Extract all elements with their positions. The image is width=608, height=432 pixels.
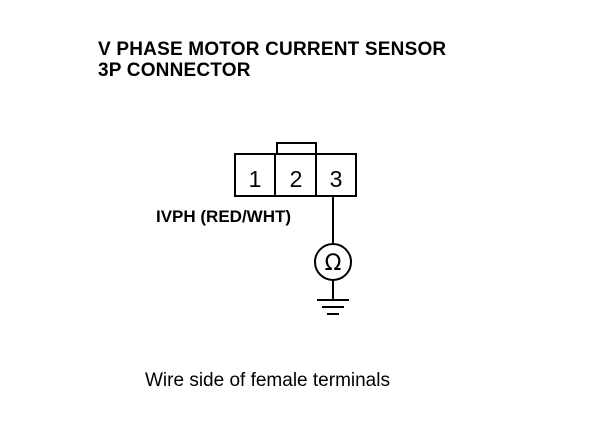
wire-label: IVPH (RED/WHT) — [156, 207, 291, 226]
connector-pin-2: 2 — [290, 166, 303, 192]
diagram-title-line2: 3P CONNECTOR — [98, 60, 251, 81]
diagram-caption: Wire side of female terminals — [145, 370, 390, 391]
connector-3p: 1 2 3 — [234, 142, 357, 197]
connector-pin-1: 1 — [249, 166, 262, 192]
ground-icon — [317, 299, 349, 315]
ohm-symbol: Ω — [325, 251, 342, 276]
diagram-title-line1: V PHASE MOTOR CURRENT SENSOR — [98, 39, 446, 60]
connector-pin-3: 3 — [330, 166, 343, 192]
connector-lock-tab — [276, 142, 317, 155]
ohmmeter-icon: Ω — [314, 243, 352, 281]
connector-housing — [234, 153, 357, 197]
